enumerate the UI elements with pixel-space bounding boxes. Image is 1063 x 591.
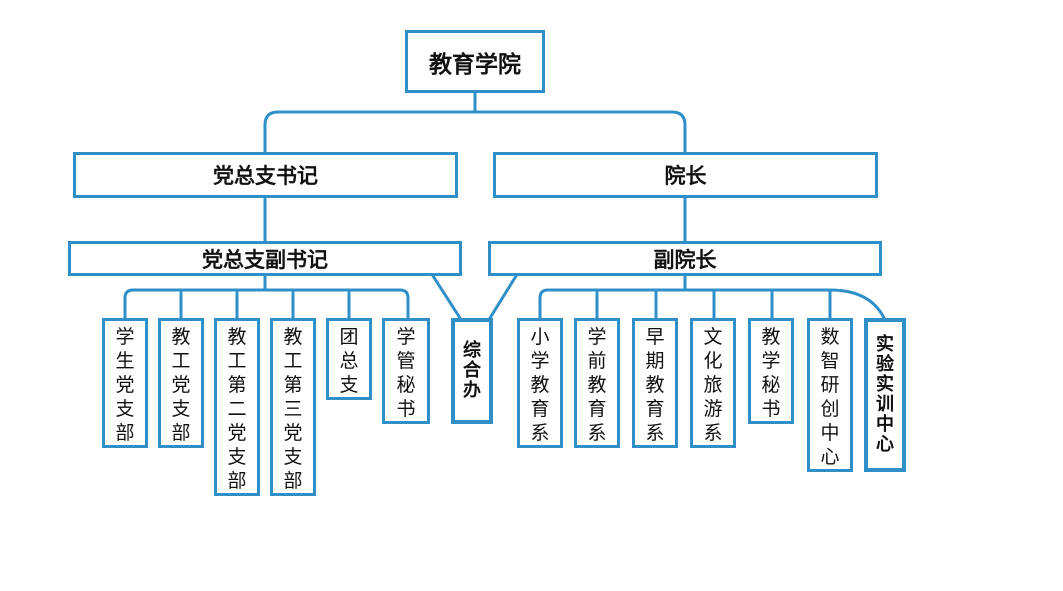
node-right-unit-label: 学前教育系 [587,326,607,444]
node-right-unit: 学前教育系 [574,318,620,448]
node-dean-label: 院长 [664,164,707,188]
node-deputy-party-secretary-label: 党总支副书记 [202,247,328,272]
node-right-unit-label: 文化旅游系 [703,326,723,444]
node-right-unit-label: 数智研创中心 [820,326,840,468]
node-right-unit: 实验实训中心 [864,318,906,472]
node-vice-dean: 副院长 [488,241,882,276]
node-right-unit: 教学秘书 [748,318,794,424]
node-left-unit: 学生党支部 [102,318,148,448]
node-vice-dean-label: 副院长 [653,247,717,272]
node-right-unit: 数智研创中心 [807,318,853,472]
node-deputy-party-secretary: 党总支副书记 [68,241,462,276]
node-left-unit-label: 学生党支部 [115,326,135,444]
node-left-unit-label: 团总支 [339,326,359,396]
node-top-label: 教育学院 [429,51,521,78]
node-left-unit-label: 教工党支部 [171,326,191,444]
node-general-office: 综合办 [451,318,493,424]
node-general-office-label: 综合办 [463,340,481,401]
node-right-unit: 文化旅游系 [690,318,736,448]
node-top: 教育学院 [405,30,545,93]
node-left-unit: 教工第二党支部 [214,318,260,496]
node-left-unit: 教工第三党支部 [270,318,316,496]
node-left-unit: 团总支 [326,318,372,400]
node-left-unit-label: 教工第三党支部 [283,326,303,492]
node-left-unit: 学管秘书 [382,318,430,424]
node-left-unit-label: 教工第二党支部 [227,326,247,492]
node-right-unit-label: 早期教育系 [645,326,665,444]
node-dean: 院长 [493,152,878,198]
node-right-unit-label: 小学教育系 [530,326,550,444]
node-left-unit: 教工党支部 [158,318,204,448]
node-right-unit: 早期教育系 [632,318,678,448]
node-right-unit-label: 教学秘书 [761,326,781,420]
node-party-secretary-label: 党总支书记 [213,164,318,188]
node-left-unit-label: 学管秘书 [396,326,416,420]
node-party-secretary: 党总支书记 [73,152,458,198]
node-right-unit-label: 实验实训中心 [876,334,894,455]
node-right-unit: 小学教育系 [517,318,563,448]
